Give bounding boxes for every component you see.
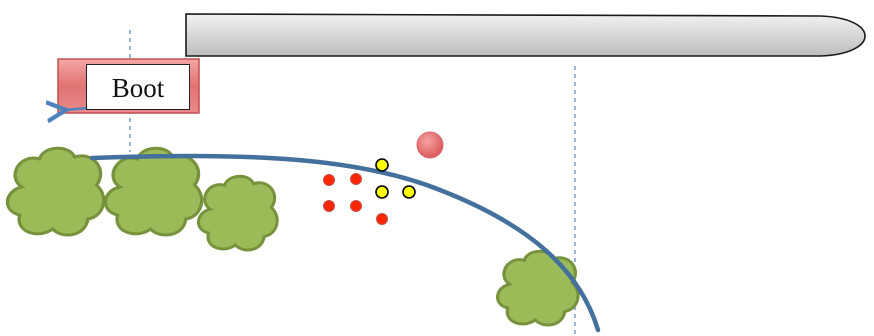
tree-cloud-shape — [196, 174, 279, 252]
boot-label: Boot — [86, 64, 190, 110]
tree-cloud-shape — [103, 146, 204, 237]
marker-dot-yellow — [402, 185, 416, 199]
marker-dot-red — [350, 200, 362, 212]
marker-dot-red — [350, 173, 362, 185]
tree-cloud-shape — [5, 146, 106, 237]
marker-dot-yellow — [375, 185, 389, 199]
marker-dot-red — [323, 200, 335, 212]
ball — [416, 131, 444, 159]
path-curve — [89, 153, 601, 333]
boat-hull-shape — [185, 13, 866, 57]
marker-dot-red — [323, 174, 335, 186]
marker-dot-yellow — [375, 158, 389, 172]
tree-cloud-shape — [495, 249, 580, 327]
marker-dot-red — [376, 213, 388, 225]
